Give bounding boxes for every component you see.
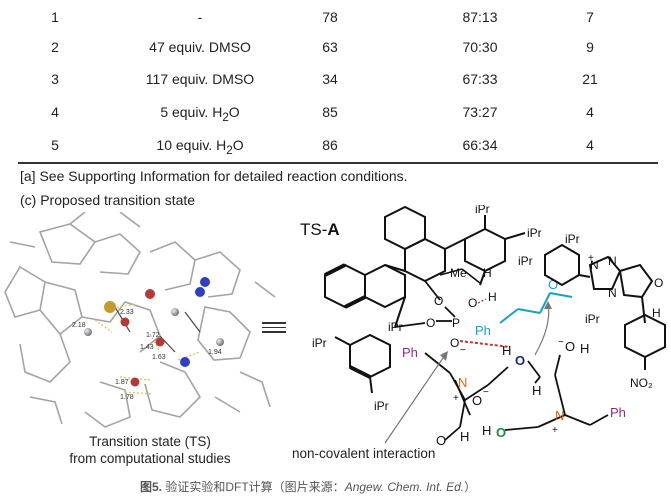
ts-caption-line1: Transition state (TS) <box>89 434 211 449</box>
table-row: 4 5 equiv. H2O 85 73:27 4 <box>0 95 671 129</box>
me-label: Me <box>450 266 467 280</box>
ipr-label: iPr <box>475 205 490 216</box>
ts-label: TS-A <box>300 220 340 239</box>
yield-cell: 85 <box>322 104 338 120</box>
o-label: O <box>450 336 459 350</box>
entry-cell: 3 <box>51 71 59 87</box>
ratio-cell: 87:13 <box>462 9 498 25</box>
no2-label: NO₂ <box>630 376 653 390</box>
ipr-label: iPr <box>374 399 389 413</box>
ph-blue-label: Ph <box>475 323 491 338</box>
distance-label: 2.18 <box>72 322 86 329</box>
ratio-cell: 67:33 <box>462 71 498 87</box>
section-heading: (c) Proposed transition state <box>20 192 196 208</box>
ts-caption-line2: from computational studies <box>69 451 231 466</box>
h-label: H <box>502 343 511 358</box>
h-label: H <box>532 383 541 398</box>
yield-cell: 78 <box>322 9 338 25</box>
distance-label: 1.87 <box>115 379 129 386</box>
h-label: H <box>652 306 661 320</box>
distance-label: 1.63 <box>152 354 166 361</box>
o-label: O <box>565 339 575 354</box>
o-blue-label: O <box>548 277 558 292</box>
yield-cell: 86 <box>322 137 338 153</box>
minus-label: − <box>483 387 489 398</box>
non-covalent-annotation: non-covalent interaction <box>292 446 436 461</box>
table-row: 3 117 equiv. DMSO 34 67:33 21 <box>0 62 671 96</box>
additive-cell: 47 equiv. DMSO <box>149 39 251 55</box>
distance-label: 1.94 <box>208 349 222 356</box>
ipr-label: iPr <box>388 320 403 334</box>
ph-purple-label: Ph <box>402 345 418 360</box>
ipr-label: iPr <box>527 226 542 240</box>
n-label: N <box>608 286 617 300</box>
value-cell: 4 <box>586 137 594 153</box>
value-cell: 9 <box>586 39 594 55</box>
distance-label: 1.43 <box>140 344 154 351</box>
table-row: 2 47 equiv. DMSO 63 70:30 9 <box>0 30 671 64</box>
h-label: H <box>482 423 491 438</box>
entry-cell: 1 <box>51 9 59 25</box>
h-label: H <box>483 266 492 280</box>
n-orange-label: N <box>555 408 564 423</box>
o-label: O <box>436 433 446 448</box>
ratio-cell: 73:27 <box>462 104 498 120</box>
ipr-label: iPr <box>585 312 600 326</box>
table-bottom-rule <box>18 162 658 164</box>
plus-label: + <box>588 253 594 264</box>
minus-label: − <box>558 337 564 348</box>
equivalence-sign <box>262 322 286 333</box>
n-orange-label: N <box>458 375 467 390</box>
additive-cell: - <box>197 9 203 25</box>
o-label: O <box>654 276 663 290</box>
minus-label: − <box>460 345 466 356</box>
o-label: O <box>426 316 435 330</box>
plus-label: + <box>453 393 459 404</box>
h-label: H <box>580 341 589 356</box>
n-label: N <box>608 254 617 268</box>
entry-cell: 5 <box>51 137 59 153</box>
value-cell: 21 <box>582 71 598 87</box>
distance-label: 1.78 <box>120 394 134 401</box>
o-label: O <box>468 296 477 310</box>
n-label: N <box>590 258 599 272</box>
yield-cell: 34 <box>322 71 338 87</box>
table-footnote: [a] See Supporting Information for detai… <box>20 168 408 184</box>
o-label: O <box>472 393 482 408</box>
ipr-label: iPr <box>518 254 533 268</box>
table-row: 1 - 78 87:13 7 <box>0 0 671 34</box>
yield-cell: 63 <box>322 39 338 55</box>
additive-cell: 10 equiv. H2O <box>156 137 244 157</box>
distance-label: 1.72 <box>146 332 160 339</box>
entry-cell: 2 <box>51 39 59 55</box>
ts-a-structure: TS-A iPr iPr O O P O O − H <box>300 205 666 448</box>
figure-caption: 图5. 验证实验和DFT计算（图片来源：Angew. Chem. Int. Ed… <box>140 480 477 494</box>
ratio-cell: 66:34 <box>462 137 498 153</box>
o-green-label: O <box>496 425 506 440</box>
h-label: H <box>488 290 497 304</box>
table-row: 5 10 equiv. H2O 86 66:34 4 <box>0 128 671 162</box>
ratio-cell: 70:30 <box>462 39 498 55</box>
ph-purple-label: Ph <box>610 405 626 420</box>
ipr-label: iPr <box>565 232 580 246</box>
h-label: H <box>460 429 469 444</box>
plus-label: + <box>552 425 558 436</box>
additive-cell: 117 equiv. DMSO <box>145 71 255 87</box>
o-label: O <box>434 294 443 308</box>
computed-ts-model: 2.33 2.18 1.72 1.43 1.63 1.94 1.87 1.78 <box>4 212 276 428</box>
distance-label: 2.33 <box>120 309 134 316</box>
ipr-label: iPr <box>312 336 327 350</box>
entry-cell: 4 <box>51 104 59 120</box>
o-navy-label: O <box>515 353 525 368</box>
value-cell: 4 <box>586 104 594 120</box>
p-label: P <box>452 316 460 330</box>
additive-cell: 5 equiv. H2O <box>160 104 240 124</box>
value-cell: 7 <box>586 9 594 25</box>
